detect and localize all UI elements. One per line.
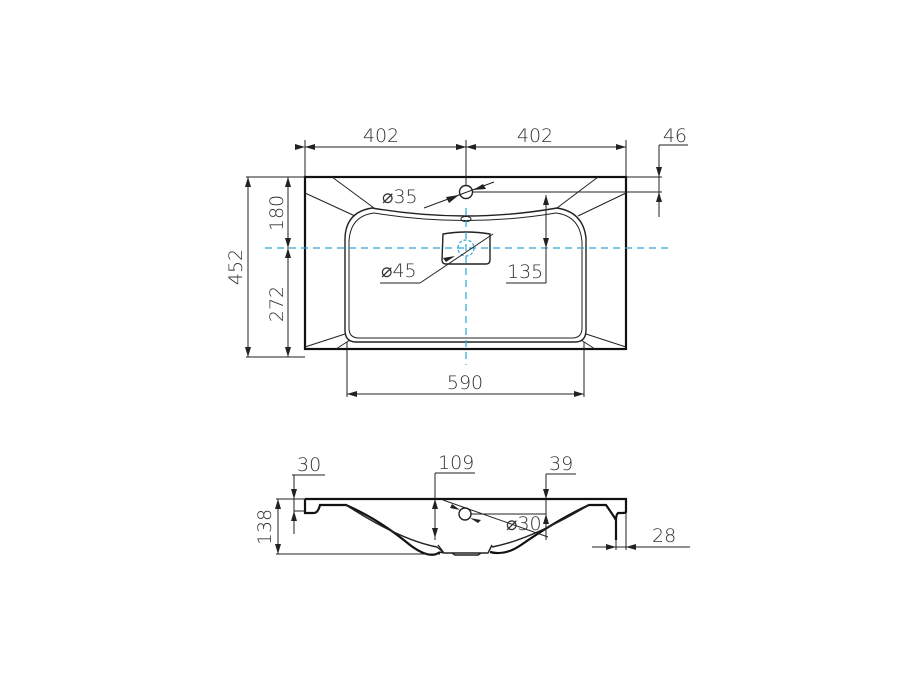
- dim-overflow-hole: ⌀30: [506, 513, 542, 535]
- drain-outlet: [437, 544, 493, 556]
- dim-depth-front: 272: [266, 286, 288, 322]
- dim-depth-total: 452: [225, 249, 247, 285]
- dim-faucet-offset: 46: [663, 125, 687, 147]
- dim-bowl-width: 590: [447, 372, 483, 394]
- side-view: 30 109 39 ⌀30 138 28: [254, 452, 690, 556]
- dim-depth-back: 180: [266, 195, 288, 231]
- dim-bowl-depth: 109: [438, 452, 474, 474]
- dim-drain: ⌀45: [381, 260, 417, 282]
- dim-width-right: 402: [517, 125, 553, 147]
- dim-faucet-hole: ⌀35: [382, 186, 418, 208]
- dim-width-left: 402: [363, 125, 399, 147]
- drain: [441, 231, 491, 265]
- sink-profile: [303, 497, 628, 556]
- top-view: 402 402 46 ⌀35 452 180 272 ⌀45 135: [225, 125, 688, 397]
- bowl-outline: [344, 207, 587, 343]
- dim-drain-offset: 135: [507, 261, 543, 283]
- dim-overflow-offset: 39: [549, 453, 573, 475]
- dim-lip: 28: [652, 525, 676, 547]
- dim-rim: 30: [297, 454, 321, 476]
- overflow-hole: [458, 507, 472, 521]
- dim-height-total: 138: [254, 509, 276, 545]
